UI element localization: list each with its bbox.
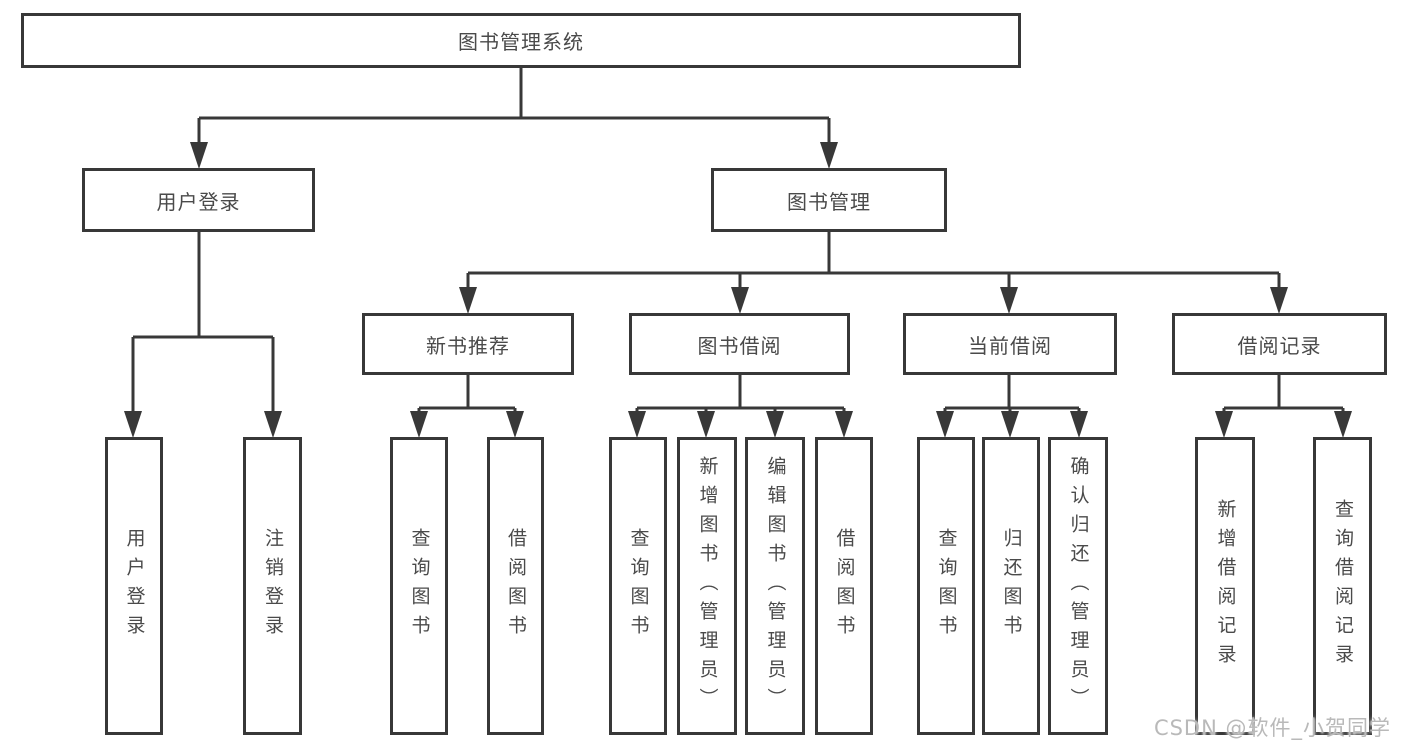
leaf-records-query-borrow-record: 查询借阅记录 (1313, 437, 1372, 735)
leaf-bookborrow-add-books-admin-label: 新增图书（管理员） (696, 455, 719, 717)
node-book-management: 图书管理 (711, 168, 947, 232)
leaf-bookborrow-query-books: 查询图书 (609, 437, 667, 735)
leaf-user-login: 用户登录 (105, 437, 163, 735)
node-new-book-recommend: 新书推荐 (362, 313, 574, 375)
leaf-bookborrow-edit-books-admin: 编辑图书（管理员） (745, 437, 805, 735)
connector-book-management-children (459, 232, 1288, 314)
leaf-records-add-borrow-record: 新增借阅记录 (1195, 437, 1255, 735)
connector-new-book-recommend-children (410, 375, 524, 438)
csdn-watermark: CSDN @软件_小贺同学 (1153, 716, 1391, 740)
leaf-bookborrow-add-books-admin: 新增图书（管理员） (677, 437, 737, 735)
leaf-newbooks-query-books: 查询图书 (390, 437, 448, 735)
leaf-newbooks-borrow-books: 借阅图书 (487, 437, 544, 735)
leaf-newbooks-borrow-books-label: 借阅图书 (505, 528, 527, 644)
node-user-login: 用户登录 (82, 168, 315, 232)
node-book-borrow: 图书借阅 (629, 313, 850, 375)
leaf-current-confirm-return-admin-label: 确认归还（管理员） (1067, 455, 1090, 717)
leaf-bookborrow-borrow-books-label: 借阅图书 (833, 528, 856, 644)
connector-root-to-level2 (190, 68, 838, 169)
connector-borrow-records-children (1215, 375, 1352, 438)
leaf-newbooks-query-books-label: 查询图书 (408, 528, 431, 644)
leaf-logout-label: 注销登录 (262, 528, 284, 644)
leaf-user-login-label: 用户登录 (123, 528, 146, 644)
connector-current-borrow-children (936, 375, 1088, 438)
leaf-current-query-books-label: 查询图书 (935, 528, 958, 644)
leaf-current-return-books-label: 归还图书 (1000, 528, 1023, 644)
node-borrow-records: 借阅记录 (1172, 313, 1387, 375)
leaf-records-add-borrow-record-label: 新增借阅记录 (1214, 499, 1237, 673)
node-library-management-system: 图书管理系统 (21, 13, 1021, 68)
leaf-current-return-books: 归还图书 (982, 437, 1040, 735)
leaf-records-query-borrow-record-label: 查询借阅记录 (1332, 499, 1354, 673)
leaf-bookborrow-borrow-books: 借阅图书 (815, 437, 873, 735)
leaf-logout: 注销登录 (243, 437, 302, 735)
connector-user-login-children (124, 232, 282, 438)
node-current-borrow: 当前借阅 (903, 313, 1117, 375)
leaf-bookborrow-edit-books-admin-label: 编辑图书（管理员） (764, 455, 787, 717)
connector-book-borrow-children (628, 375, 853, 438)
leaf-current-confirm-return-admin: 确认归还（管理员） (1048, 437, 1108, 735)
leaf-bookborrow-query-books-label: 查询图书 (627, 528, 650, 644)
leaf-current-query-books: 查询图书 (917, 437, 975, 735)
